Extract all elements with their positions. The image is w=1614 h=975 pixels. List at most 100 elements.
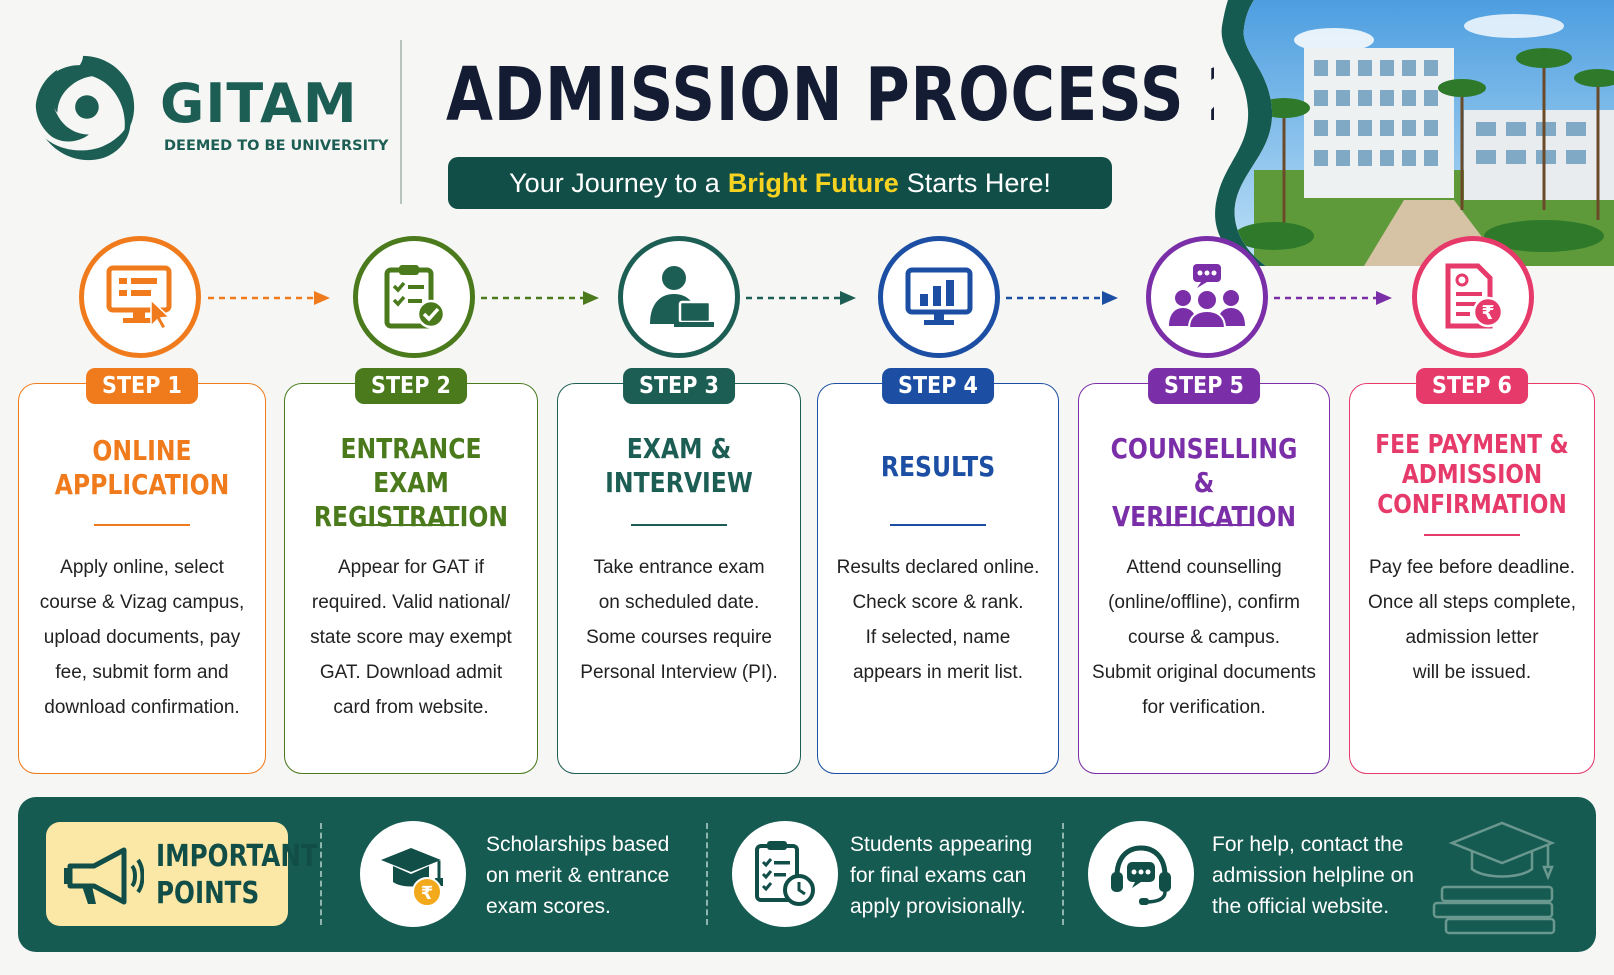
- point-line: for final exams can: [850, 864, 1027, 887]
- point-line: Scholarships based: [486, 833, 670, 856]
- important-points-label: IMPORTANT POINTS: [46, 822, 318, 926]
- point1-text: Scholarships based on merit & entrance e…: [486, 829, 696, 922]
- step-title-line: EXAM &: [626, 432, 732, 465]
- step-rule: [94, 524, 190, 526]
- step-card-4: STEP 4 RESULTS Results declared online. …: [817, 368, 1059, 774]
- point-line: apply provisionally.: [850, 895, 1026, 918]
- step-title-line: COUNSELLING &: [1110, 432, 1298, 499]
- desc-line: card from website.: [333, 697, 489, 718]
- imp-line: POINTS: [156, 876, 260, 911]
- step-description: Appear for GAT if required. Valid nation…: [293, 550, 529, 725]
- desc-line: Appear for GAT if: [337, 557, 485, 578]
- step-description: Apply online, select course & Vizag camp…: [27, 550, 257, 725]
- gitam-logo-icon: [35, 55, 135, 161]
- step-title: FEE PAYMENT & ADMISSION CONFIRMATION: [1375, 430, 1570, 520]
- step2-circle: [353, 236, 475, 358]
- step6-circle: ₹: [1412, 236, 1534, 358]
- desc-line: Check score & rank.: [852, 592, 1024, 613]
- desc-line: download confirmation.: [44, 697, 240, 718]
- step-card-1: STEP 1 ONLINE APPLICATION Apply online, …: [18, 368, 266, 774]
- desc-line: Once all steps complete,: [1367, 592, 1577, 613]
- step-rule: [890, 524, 986, 526]
- step3-circle: [618, 236, 740, 358]
- panel-divider: [706, 823, 708, 925]
- point-line: admission helpline on: [1212, 864, 1414, 887]
- desc-line: course & campus.: [1127, 627, 1281, 648]
- desc-line: GAT. Download admit: [319, 662, 503, 683]
- step1-circle: [79, 236, 201, 358]
- desc-line: Apply online, select: [60, 557, 224, 578]
- step-description: Attend counselling (online/offline), con…: [1087, 550, 1321, 725]
- tagline-highlight: Bright Future: [727, 167, 899, 198]
- desc-line: appears in merit list.: [852, 662, 1023, 683]
- step-title-line: ENTRANCE EXAM: [340, 432, 482, 499]
- step-title-line: REGISTRATION: [313, 500, 509, 533]
- step-badge: STEP 5: [1148, 368, 1260, 404]
- desc-line: Pay fee before deadline.: [1369, 557, 1575, 578]
- step-rule: [1156, 524, 1252, 526]
- step-rule: [363, 524, 459, 526]
- tagline-banner: Your Journey to a Bright Future Starts H…: [448, 157, 1112, 209]
- point1-circle: ₹: [360, 821, 466, 927]
- person-laptop-icon: [650, 266, 714, 327]
- point2-text: Students appearing for final exams can a…: [850, 829, 1060, 922]
- megaphone-icon: [64, 847, 144, 905]
- desc-line: for verification.: [1142, 697, 1266, 718]
- campus-building-image: [1214, 0, 1614, 266]
- imp-line: IMPORTANT: [156, 839, 318, 874]
- step-title-line: ADMISSION: [1401, 460, 1543, 490]
- step-title-line: ONLINE: [92, 434, 192, 467]
- step-card-2: STEP 2 ENTRANCE EXAM REGISTRATION Appear…: [284, 368, 538, 774]
- monitor-chart-icon: [905, 267, 973, 325]
- step-title-line: VERIFICATION: [1111, 500, 1297, 533]
- step-title-line: INTERVIEW: [605, 466, 753, 499]
- point-line: For help, contact the: [1212, 833, 1404, 856]
- step-title: RESULTS: [842, 450, 1034, 484]
- graduation-rupee-icon: ₹: [381, 848, 443, 907]
- desc-line: (online/offline), confirm: [1108, 592, 1300, 613]
- desc-line: Personal Interview (PI).: [580, 662, 778, 683]
- step-card-6: STEP 6 FEE PAYMENT & ADMISSION CONFIRMAT…: [1349, 368, 1595, 774]
- step-rule: [1424, 534, 1520, 536]
- group-chat-icon: [1169, 264, 1245, 329]
- step-title-line: FEE PAYMENT &: [1375, 430, 1569, 460]
- desc-line: required. Valid national/: [311, 592, 511, 613]
- desc-line: state score may exempt: [310, 627, 512, 648]
- step-badge: STEP 2: [355, 368, 467, 404]
- tagline-pre: Your Journey to a: [509, 167, 720, 198]
- point-line: the official website.: [1212, 895, 1390, 918]
- step-title-line: CONFIRMATION: [1377, 490, 1567, 520]
- svg-text:₹: ₹: [421, 883, 434, 904]
- desc-line: Take entrance exam: [593, 557, 765, 578]
- step-description: Take entrance exam on scheduled date. So…: [566, 550, 792, 690]
- step-badge: STEP 1: [86, 368, 198, 404]
- logo-name: GITAM: [160, 72, 358, 135]
- desc-line: course & Vizag campus,: [39, 592, 245, 613]
- desc-line: fee, submit form and: [55, 662, 229, 683]
- arrow-step5-to-6: [1274, 291, 1392, 305]
- desc-line: If selected, name: [865, 627, 1011, 648]
- point3-text: For help, contact the admission helpline…: [1212, 829, 1432, 922]
- arrow-step4-to-5: [1006, 291, 1118, 305]
- desc-line: Submit original documents: [1092, 662, 1316, 683]
- step-description: Results declared online. Check score & r…: [826, 550, 1050, 690]
- svg-text:₹: ₹: [1481, 302, 1494, 324]
- panel-divider: [1062, 823, 1064, 925]
- books-graduation-cap-icon: [1432, 821, 1556, 935]
- headset-icon: [1111, 845, 1171, 905]
- step-badge: STEP 6: [1416, 368, 1528, 404]
- desc-line: Some courses require: [586, 627, 772, 648]
- step-title-line: APPLICATION: [54, 468, 230, 501]
- step4-circle: [878, 236, 1000, 358]
- desc-line: upload documents, pay: [43, 627, 241, 648]
- step-title-line: RESULTS: [880, 450, 996, 483]
- step-badge: STEP 3: [623, 368, 735, 404]
- clipboard-check-icon: [384, 265, 446, 329]
- tagline-post: Starts Here!: [906, 167, 1051, 198]
- important-points-title: IMPORTANT POINTS: [156, 838, 318, 912]
- step-card-5: STEP 5 COUNSELLING & VERIFICATION Attend…: [1078, 368, 1330, 774]
- header-divider: [400, 40, 402, 204]
- desc-line: on scheduled date.: [598, 592, 760, 613]
- desc-line: Attend counselling: [1126, 557, 1282, 578]
- point-line: Students appearing: [850, 833, 1033, 856]
